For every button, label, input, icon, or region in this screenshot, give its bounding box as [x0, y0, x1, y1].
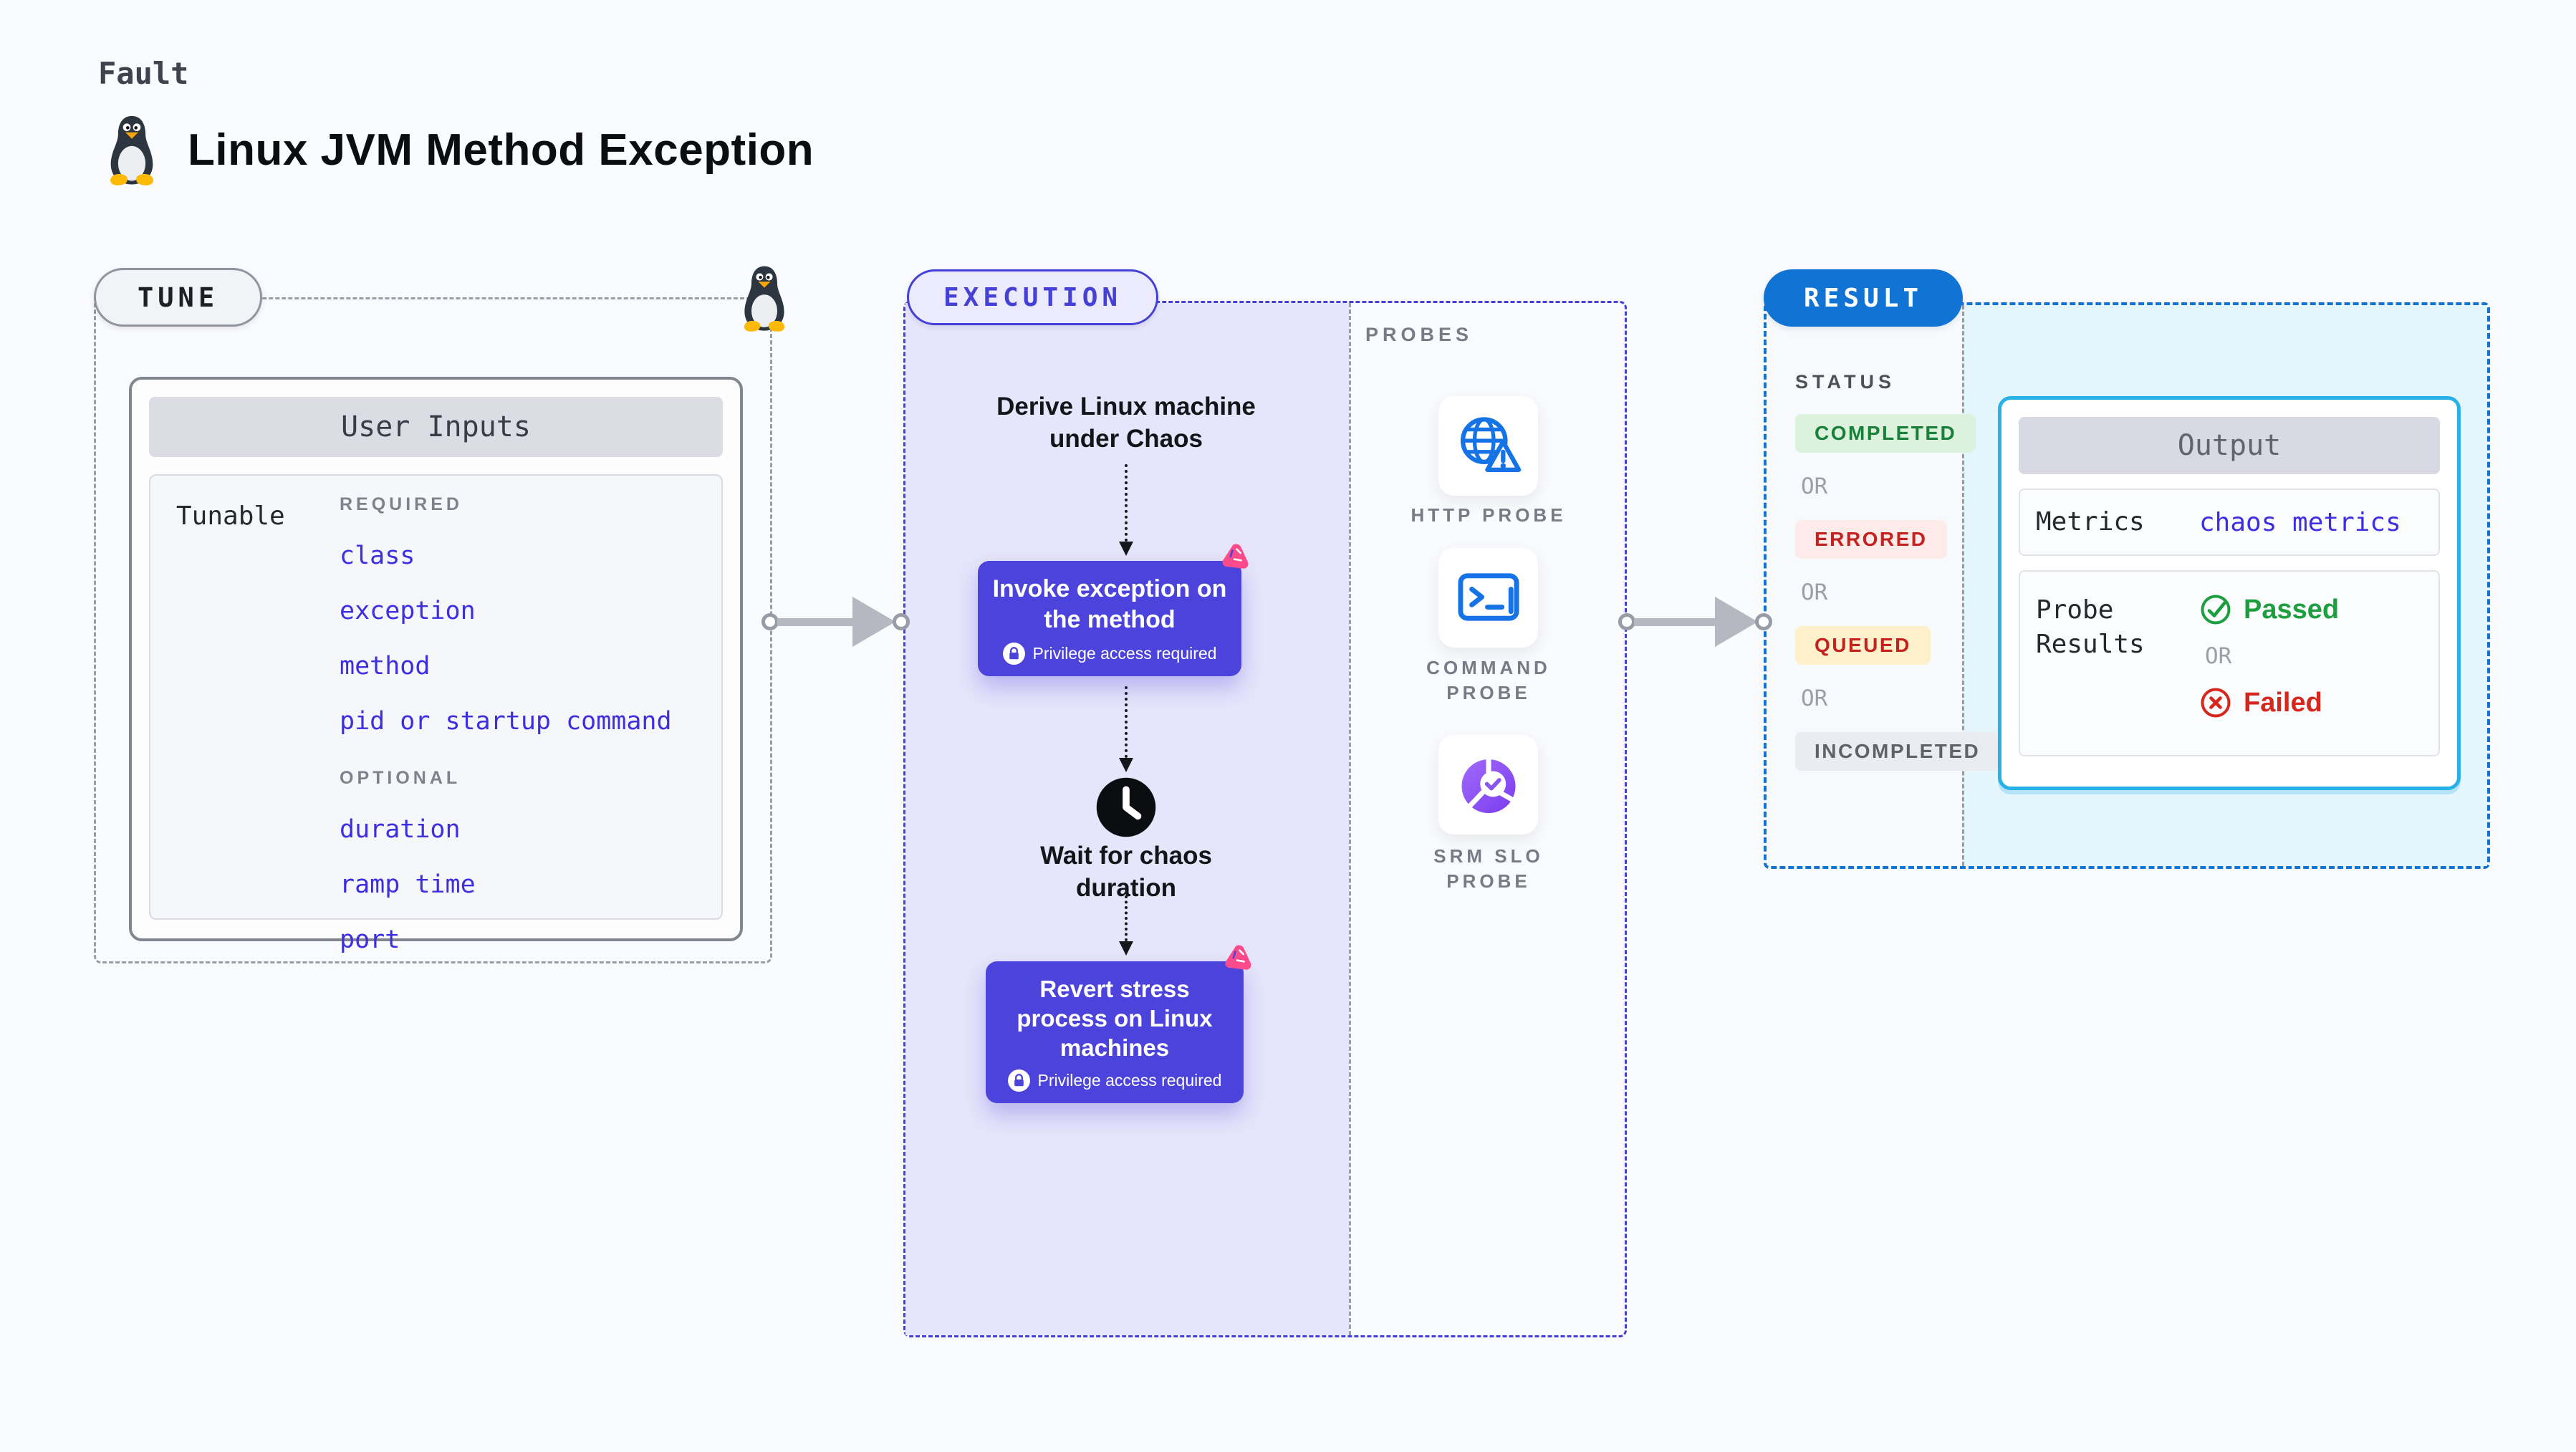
tunable-param: pid or startup command	[340, 707, 672, 736]
tunable-param: duration	[340, 815, 461, 844]
tunable-row-label: Tunable	[176, 501, 285, 531]
globe-alert-icon	[1460, 416, 1521, 472]
tune-to-execution-arrow	[761, 597, 910, 647]
fault-eyebrow-label: Fault	[98, 56, 189, 91]
probe-results-row: Probe Results Passed OR Failed	[2019, 570, 2440, 756]
or-separator: OR	[1801, 580, 1828, 605]
status-badge-incompleted: INCOMPLETED	[1795, 732, 2000, 771]
status-list: COMPLETED OR ERRORED OR QUEUED OR INCOMP…	[1795, 414, 2000, 771]
probe-result-passed: Passed	[2199, 593, 2339, 626]
check-circle-icon	[2201, 595, 2231, 625]
privilege-badge-text: Privilege access required	[1037, 1071, 1222, 1090]
connector-dot	[1618, 613, 1635, 630]
or-separator: OR	[1801, 473, 1828, 499]
arrowhead-icon	[1715, 597, 1758, 647]
probe-results-label: Probe Results	[2036, 595, 2145, 659]
probes-subsection	[1349, 303, 1625, 1335]
probe-results-values: Passed OR Failed	[2199, 593, 2339, 719]
page-title-row: Linux JVM Method Exception	[102, 113, 814, 186]
terminal-icon	[1458, 572, 1519, 621]
status-badge-errored: ERRORED	[1795, 520, 1947, 559]
invoke-node-title: Invoke exception on the method	[992, 575, 1227, 633]
privilege-badge: Privilege access required	[992, 643, 1227, 665]
srm-slo-probe-label: SRM SLO PROBE	[1433, 845, 1544, 892]
execution-section-pill: EXECUTION	[907, 269, 1159, 325]
linux-penguin-icon	[744, 266, 785, 332]
tunable-param: class	[340, 542, 415, 570]
x-circle-icon	[2201, 688, 2231, 718]
flow-arrow-down	[1119, 686, 1133, 772]
chaos-fault-icon	[1221, 543, 1249, 569]
revert-stress-node: Revert stress process on Linux machines …	[986, 961, 1244, 1103]
invoke-exception-node: Invoke exception on the method Privilege…	[978, 561, 1241, 676]
tune-section-pill: TUNE	[94, 268, 263, 327]
lock-icon	[1007, 1069, 1030, 1092]
output-card: Output Metrics chaos metrics Probe Resul…	[1998, 396, 2461, 790]
metrics-row: Metrics chaos metrics	[2019, 489, 2440, 556]
or-separator: OR	[2205, 643, 2232, 669]
status-badge-completed: COMPLETED	[1795, 414, 1976, 453]
probes-label: PROBES	[1365, 324, 1474, 345]
optional-section-label: OPTIONAL	[340, 768, 461, 788]
connector-dot	[1755, 613, 1772, 630]
srm-slo-probe-card	[1438, 735, 1538, 835]
slo-pie-icon	[1461, 756, 1516, 813]
wait-step-text: Wait for chaos duration	[1040, 842, 1212, 902]
probe-result-failed: Failed	[2199, 686, 2339, 719]
tunable-param: ramp time	[340, 870, 476, 899]
connector-dot	[761, 613, 779, 630]
derive-step-text: Derive Linux machine under Chaos	[996, 393, 1256, 453]
command-probe-card	[1438, 548, 1538, 648]
page-title: Linux JVM Method Exception	[188, 125, 814, 175]
privilege-badge: Privilege access required	[1000, 1069, 1229, 1092]
linux-penguin-icon	[110, 115, 153, 186]
chaos-fault-icon	[1224, 944, 1252, 971]
connector-line	[777, 617, 854, 626]
privilege-badge-text: Privilege access required	[1032, 644, 1217, 663]
user-inputs-card: User Inputs Tunable REQUIRED class excep…	[129, 377, 743, 954]
user-inputs-title: User Inputs	[149, 397, 723, 457]
output-title: Output	[2019, 417, 2440, 474]
or-separator: OR	[1801, 686, 1828, 711]
connector-line	[1634, 617, 1716, 626]
revert-node-title: Revert stress process on Linux machines	[1017, 976, 1213, 1061]
passed-text: Passed	[2244, 594, 2340, 625]
arrowhead-icon	[852, 597, 895, 647]
flow-arrow-down	[1119, 464, 1133, 556]
tunable-param: exception	[340, 597, 476, 625]
metrics-value: chaos metrics	[2199, 507, 2401, 537]
status-badge-queued: QUEUED	[1795, 626, 1931, 665]
tunables-panel: Tunable REQUIRED class exception method …	[149, 474, 723, 954]
http-probe-card	[1438, 396, 1538, 496]
tune-section-box	[94, 297, 772, 963]
tunable-params-list: REQUIRED class exception method pid or s…	[340, 494, 672, 954]
failed-text: Failed	[2244, 687, 2322, 718]
execution-to-result-arrow	[1618, 597, 1772, 647]
clock-icon	[1096, 777, 1156, 837]
tunable-param: port	[340, 925, 400, 954]
flow-arrow-down	[1119, 895, 1133, 956]
result-section-pill: RESULT	[1764, 269, 1964, 327]
metrics-label: Metrics	[2036, 507, 2145, 537]
required-section-label: REQUIRED	[340, 494, 463, 514]
wait-duration-clock	[1095, 776, 1158, 839]
lock-icon	[1002, 643, 1025, 665]
command-probe-label: COMMAND PROBE	[1426, 657, 1551, 703]
http-probe-label: HTTP PROBE	[1410, 504, 1567, 526]
connector-dot	[893, 613, 910, 630]
tunable-param: method	[340, 652, 431, 681]
status-label: STATUS	[1795, 371, 1895, 393]
